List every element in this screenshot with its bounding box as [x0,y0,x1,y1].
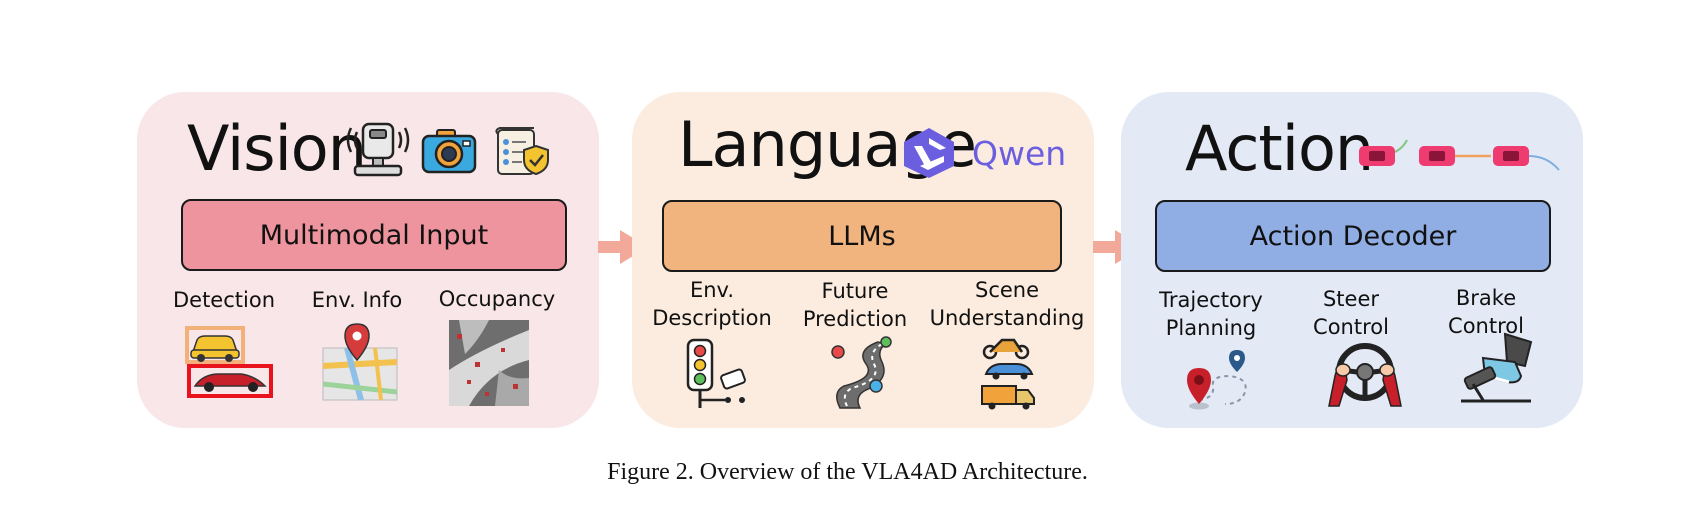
action-title: Action [1185,112,1374,185]
qwen-logo-icon [904,128,954,178]
lidar-sensor-icon [346,122,410,177]
winding-road-icon [831,336,892,409]
future-prediction-line2: Prediction [802,307,908,331]
scene-understanding-line2: Understanding [929,306,1085,330]
figure-caption: Figure 2. Overview of the VLA4AD Archite… [607,459,1088,485]
trajectory-planning-label: Trajectory Planning [1141,286,1281,342]
vision-panel: Vision Multimodal Input Detection Env. I… [137,92,599,428]
env-description-line1: Env. [689,278,735,302]
detection-label: Detection [172,288,276,312]
env-info-label: Env. Info [311,288,403,312]
checklist-shield-icon [495,127,549,176]
steer-control-line1: Steer [1322,287,1380,311]
steering-wheel-icon [1328,343,1402,407]
action-panel: Action Action Decoder Trajectory Plannin… [1121,92,1583,428]
vehicles-icon [981,338,1035,410]
brake-control-line1: Brake [1455,286,1517,310]
steer-control-line2: Control [1313,315,1389,339]
env-description-label: Env. Description [632,276,792,332]
camera-icon [421,129,477,174]
trajectory-planning-line1: Trajectory [1159,288,1263,312]
qwen-brand-text: Qwen [972,134,1067,173]
steer-control-label: Steer Control [1291,285,1411,341]
scene-understanding-line1: Scene [974,278,1040,302]
language-panel: Language Qwen LLMs Env. Description Futu… [632,92,1094,428]
detection-cars-icon [185,326,273,398]
occupancy-label: Occupancy [438,287,556,311]
env-description-line2: Description [652,306,772,330]
future-prediction-label: Future Prediction [780,277,930,333]
brake-control-line2: Control [1448,314,1524,338]
action-decoder-box: Action Decoder [1155,200,1551,272]
map-pin-icon [322,323,398,401]
future-prediction-line1: Future [821,279,889,303]
vision-title: Vision [187,112,367,185]
trajectory-planning-line2: Planning [1165,316,1257,340]
trajectory-cars-icon [1359,139,1560,171]
multimodal-input-box: Multimodal Input [181,199,567,271]
occupancy-grid-icon [449,320,529,406]
llms-box: LLMs [662,200,1062,272]
route-pins-icon [1187,350,1247,410]
traffic-light-icon [686,338,746,408]
brake-control-label: Brake Control [1426,284,1546,340]
scene-understanding-label: Scene Understanding [922,276,1092,332]
brake-pedal-icon [1461,332,1533,403]
